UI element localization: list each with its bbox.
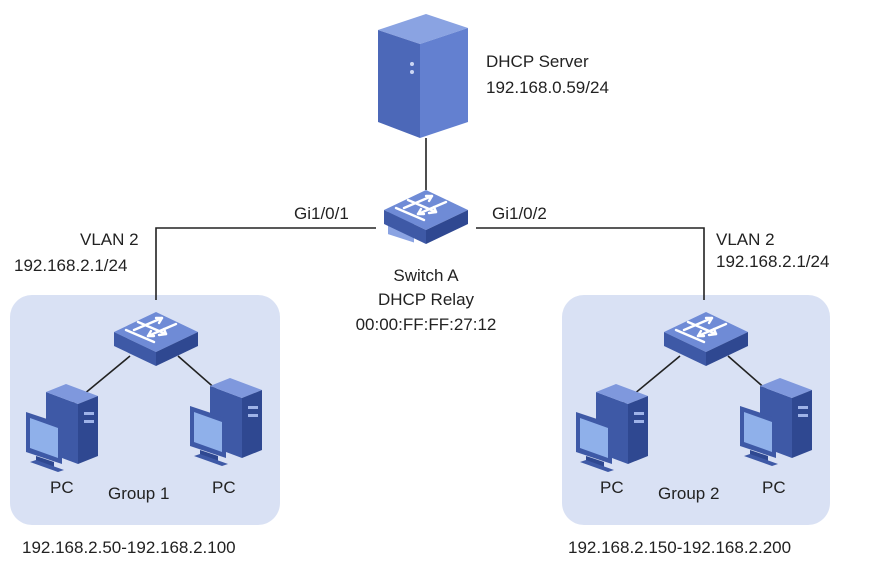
gi1-0-2-link bbox=[476, 227, 705, 300]
left-vlan-name: VLAN 2 bbox=[80, 230, 139, 249]
group1-range: 192.168.2.50-192.168.2.100 bbox=[22, 538, 236, 557]
switch-a-name: Switch A bbox=[393, 266, 459, 285]
group1-label: Group 1 bbox=[108, 484, 170, 503]
g2-right-pc-icon bbox=[740, 378, 812, 466]
g1-right-pc-label: PC bbox=[212, 478, 236, 497]
g1-left-pc-icon bbox=[26, 384, 98, 472]
port-label-left: Gi1/0/1 bbox=[294, 204, 349, 223]
g2-right-pc-label: PC bbox=[762, 478, 786, 497]
port-label-right: Gi1/0/2 bbox=[492, 204, 547, 223]
g2-left-pc-icon bbox=[576, 384, 648, 472]
g2-left-pc-label: PC bbox=[600, 478, 624, 497]
switch-a-mac: 00:00:FF:FF:27:12 bbox=[355, 315, 497, 334]
right-vlan-name: VLAN 2 bbox=[716, 230, 775, 249]
g1-left-pc-label: PC bbox=[50, 478, 74, 497]
left-vlan-ip: 192.168.2.1/24 bbox=[14, 256, 128, 275]
server-ip: 192.168.0.59/24 bbox=[486, 78, 609, 97]
server-name: DHCP Server bbox=[486, 52, 589, 71]
group2-label: Group 2 bbox=[658, 484, 720, 503]
switch-a-role: DHCP Relay bbox=[377, 290, 475, 309]
group2-range: 192.168.2.150-192.168.2.200 bbox=[568, 538, 792, 557]
right-vlan-ip: 192.168.2.1/24 bbox=[716, 252, 830, 271]
gi1-0-1-link bbox=[155, 227, 376, 300]
g1-right-pc-icon bbox=[190, 378, 262, 466]
